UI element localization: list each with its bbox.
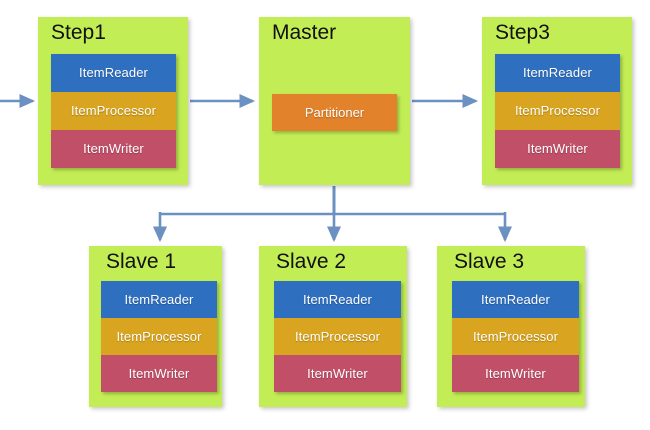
node-master-title: Master xyxy=(272,21,337,44)
node-slave-2-title: Slave 2 xyxy=(276,250,347,273)
node-master[interactable]: Master Partitioner xyxy=(259,17,410,185)
component-item-writer[interactable]: ItemWriter xyxy=(274,355,401,392)
node-step3-title: Step3 xyxy=(495,21,550,44)
component-item-reader[interactable]: ItemReader xyxy=(452,281,579,318)
component-item-writer[interactable]: ItemWriter xyxy=(495,130,620,168)
node-step3-components: ItemReader ItemProcessor ItemWriter xyxy=(495,54,620,168)
component-item-processor[interactable]: ItemProcessor xyxy=(51,92,176,130)
component-item-reader[interactable]: ItemReader xyxy=(495,54,620,92)
node-step1[interactable]: Step1 ItemReader ItemProcessor ItemWrite… xyxy=(38,17,188,185)
component-item-processor[interactable]: ItemProcessor xyxy=(274,318,401,355)
component-item-processor[interactable]: ItemProcessor xyxy=(452,318,579,355)
component-partitioner[interactable]: Partitioner xyxy=(272,94,397,131)
component-item-processor[interactable]: ItemProcessor xyxy=(495,92,620,130)
node-slave-3-components: ItemReader ItemProcessor ItemWriter xyxy=(452,281,579,392)
node-slave-1-components: ItemReader ItemProcessor ItemWriter xyxy=(101,281,217,392)
node-slave-1-title: Slave 1 xyxy=(106,250,177,273)
component-item-reader[interactable]: ItemReader xyxy=(51,54,176,92)
node-slave-2-components: ItemReader ItemProcessor ItemWriter xyxy=(274,281,401,392)
component-item-writer[interactable]: ItemWriter xyxy=(51,130,176,168)
component-item-writer[interactable]: ItemWriter xyxy=(101,355,217,392)
component-item-reader[interactable]: ItemReader xyxy=(274,281,401,318)
node-slave-3[interactable]: Slave 3 ItemReader ItemProcessor ItemWri… xyxy=(437,246,585,407)
node-step3[interactable]: Step3 ItemReader ItemProcessor ItemWrite… xyxy=(482,17,632,185)
node-step1-title: Step1 xyxy=(51,21,106,44)
node-slave-1[interactable]: Slave 1 ItemReader ItemProcessor ItemWri… xyxy=(89,246,222,407)
component-item-writer[interactable]: ItemWriter xyxy=(452,355,579,392)
component-item-reader[interactable]: ItemReader xyxy=(101,281,217,318)
connector-master-to-slaves-bus xyxy=(160,186,505,216)
node-step1-components: ItemReader ItemProcessor ItemWriter xyxy=(51,54,176,168)
component-item-processor[interactable]: ItemProcessor xyxy=(101,318,217,355)
node-slave-3-title: Slave 3 xyxy=(454,250,525,273)
node-slave-2[interactable]: Slave 2 ItemReader ItemProcessor ItemWri… xyxy=(259,246,407,407)
